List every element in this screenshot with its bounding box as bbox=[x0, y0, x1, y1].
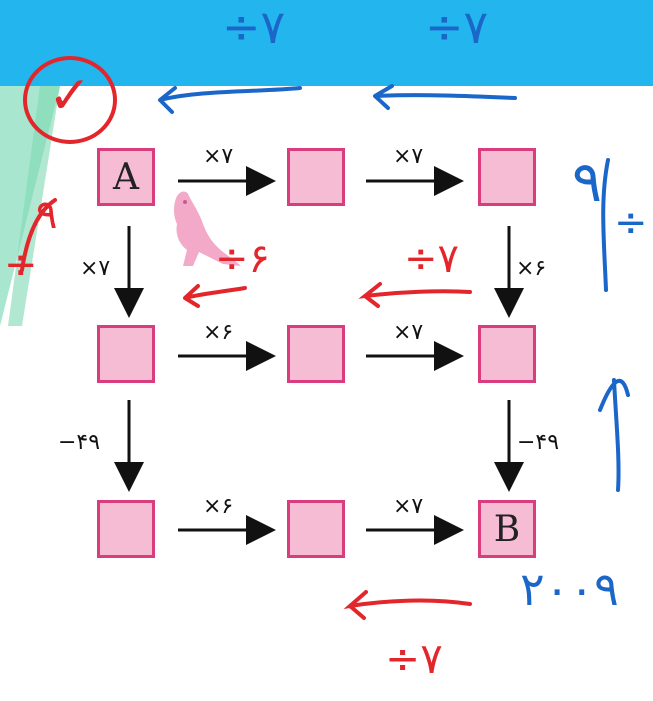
box-r1c3 bbox=[478, 148, 536, 206]
note-top-blue-left: ÷۷ bbox=[222, 0, 286, 54]
box-r2c3 bbox=[478, 325, 536, 383]
note-bottom-blue-number: ۲۰۰۹ bbox=[520, 562, 619, 616]
box-r2c2 bbox=[287, 325, 345, 383]
note-right-blue-number: ۹ bbox=[572, 150, 603, 215]
note-red-mid-right: ÷۷ bbox=[404, 236, 459, 282]
op-col-left-2: −۴۹ bbox=[58, 430, 101, 455]
note-top-blue-right: ÷۷ bbox=[425, 0, 489, 54]
op-row1-b: ×۷ bbox=[393, 144, 424, 169]
box-a: A bbox=[97, 148, 155, 206]
kangaroo-icon bbox=[174, 191, 241, 266]
box-r3c1 bbox=[97, 500, 155, 558]
note-red-left: ÷ bbox=[4, 242, 38, 288]
note-right-blue: ÷ bbox=[614, 200, 648, 246]
op-col-right-1: ×۶ bbox=[516, 256, 547, 281]
box-b-label: B bbox=[493, 508, 521, 550]
box-b: B bbox=[478, 500, 536, 558]
box-r2c1 bbox=[97, 325, 155, 383]
op-row3-a: ×۶ bbox=[203, 494, 234, 519]
op-row2-a: ×۶ bbox=[203, 320, 234, 345]
check-circle-mark: ✓ bbox=[48, 66, 92, 126]
op-col-left-1: ×۷ bbox=[80, 256, 111, 281]
note-bottom-red: ÷۷ bbox=[385, 634, 443, 683]
op-col-right-2: −۴۹ bbox=[517, 430, 560, 455]
box-a-label: A bbox=[113, 156, 139, 198]
box-r1c2 bbox=[287, 148, 345, 206]
op-row1-a: ×۷ bbox=[203, 144, 234, 169]
note-red-left-number: ۹ bbox=[36, 192, 58, 238]
note-red-mid-left: ÷۶ bbox=[215, 236, 270, 282]
op-row2-b: ×۷ bbox=[393, 320, 424, 345]
box-r3c2 bbox=[287, 500, 345, 558]
top-banner bbox=[0, 0, 653, 86]
op-row3-b: ×۷ bbox=[393, 494, 424, 519]
